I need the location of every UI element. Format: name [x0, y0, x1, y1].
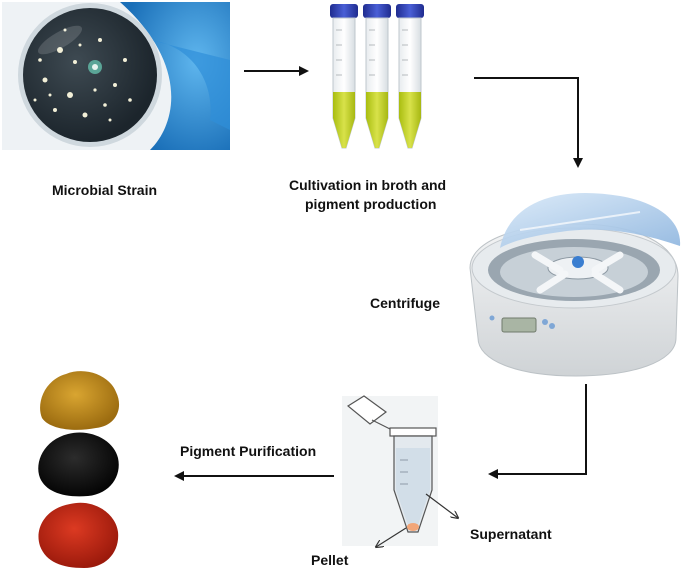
- red-pigment: [38, 502, 119, 568]
- microtube-cap: [346, 395, 388, 425]
- cultivation-label: Cultivation in broth and pigment product…: [289, 176, 489, 214]
- pigment-powders-image: [38, 371, 120, 568]
- supernatant-liquid: [396, 448, 430, 528]
- pellet-label: Pellet: [311, 552, 349, 568]
- cultivation-label-line1: Cultivation in broth and: [289, 177, 447, 193]
- arrow-centrifuge-to-microtube: [488, 384, 587, 479]
- rotor-knob: [572, 256, 584, 268]
- pellet-deposit: [407, 523, 419, 531]
- centrifuge-label: Centrifuge: [370, 295, 440, 311]
- broth-tubes-image: [330, 4, 424, 149]
- pigment-purification-label: Pigment Purification: [180, 443, 317, 459]
- centrifuge-image: [469, 192, 681, 377]
- microtube-image: [342, 395, 438, 546]
- colonies: [33, 28, 132, 122]
- tube-1: [330, 4, 358, 149]
- tube-2: [363, 4, 391, 149]
- yellow-pigment: [40, 371, 120, 430]
- dish-agar: [23, 8, 157, 142]
- cultivation-label-line2: pigment production: [305, 196, 437, 212]
- display-panel: [501, 317, 537, 333]
- black-pigment: [38, 432, 119, 497]
- tube-3: [396, 4, 424, 149]
- pointer-pellet: [376, 527, 407, 547]
- microbial-strain-label: Microbial Strain: [52, 182, 158, 198]
- pointer-supernatant: [425, 493, 458, 518]
- petri-dish-image: [2, 2, 230, 150]
- supernatant-label: Supernatant: [470, 526, 552, 542]
- glove-shape: [120, 2, 230, 150]
- arrow-cultivation-to-centrifuge: [474, 77, 583, 168]
